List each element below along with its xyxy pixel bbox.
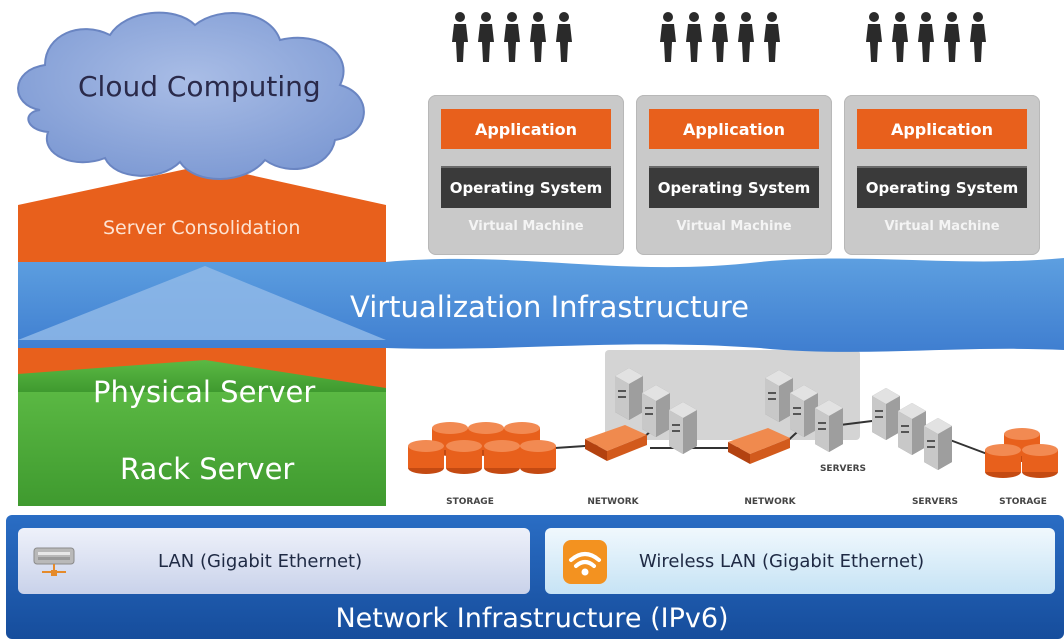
virtual-machine-label: Virtual Machine xyxy=(468,219,584,234)
cloud-shape xyxy=(17,11,365,180)
wifi-icon xyxy=(563,540,607,584)
virtual-machine-label: Virtual Machine xyxy=(884,219,1000,234)
storage-left-icon xyxy=(408,422,556,474)
rack-server-label: Rack Server xyxy=(120,452,295,486)
lan-label: LAN (Gigabit Ethernet) xyxy=(158,550,363,572)
physical-server-label: Physical Server xyxy=(93,375,316,409)
wireless-lan-box: Wireless LAN (Gigabit Ethernet) xyxy=(545,528,1055,594)
network-infrastructure-label: Network Infrastructure (IPv6) xyxy=(335,603,729,634)
network-switch-icon xyxy=(33,547,75,576)
cloud-computing-label: Cloud Computing xyxy=(78,70,321,103)
storage-left-label: STORAGE xyxy=(446,497,494,507)
servers-right-label: SERVERS xyxy=(911,497,959,507)
servers-top-label: SERVERS xyxy=(819,464,867,474)
lan-box: LAN (Gigabit Ethernet) xyxy=(18,528,530,594)
virtual-machine-label: Virtual Machine xyxy=(676,219,792,234)
virtualization-triangle xyxy=(18,266,386,340)
storage-right-icon xyxy=(985,428,1058,478)
physical-orange-band xyxy=(18,345,386,388)
server-cluster-3-icon xyxy=(872,388,952,470)
application-block: Application xyxy=(649,109,819,149)
operating-system-block: Operating System xyxy=(649,166,819,208)
storage-right-label: STORAGE xyxy=(999,497,1047,507)
virtual-machine-3: Application Operating System Virtual Mac… xyxy=(844,95,1040,255)
network-2-label: NETWORK xyxy=(744,497,796,507)
operating-system-block: Operating System xyxy=(857,166,1027,208)
network-1-label: NETWORK xyxy=(587,497,639,507)
network-switch-left-icon xyxy=(585,425,647,461)
wireless-lan-label: Wireless LAN (Gigabit Ethernet) xyxy=(639,550,925,572)
server-consolidation-label: Server Consolidation xyxy=(103,217,301,239)
operating-system-block: Operating System xyxy=(441,166,611,208)
application-block: Application xyxy=(441,109,611,149)
network-switch-right-icon xyxy=(728,428,790,464)
rack-server-block xyxy=(18,380,386,506)
virtual-machine-2: Application Operating System Virtual Mac… xyxy=(636,95,832,255)
virtual-machine-1: Application Operating System Virtual Mac… xyxy=(428,95,624,255)
server-consolidation-block xyxy=(18,165,386,265)
application-block: Application xyxy=(857,109,1027,149)
virtualization-infrastructure-label: Virtualization Infrastructure xyxy=(350,290,750,324)
